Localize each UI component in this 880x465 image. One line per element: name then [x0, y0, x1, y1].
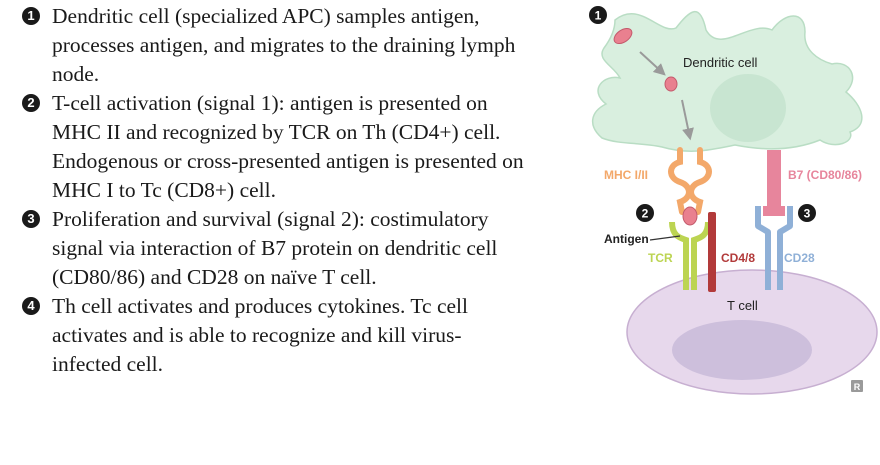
corner-badge-icon: R: [851, 380, 863, 392]
cd28-label: CD28: [784, 251, 815, 265]
mhc-label: MHC I/II: [604, 168, 648, 182]
svg-text:R: R: [854, 382, 861, 392]
step-text: T-cell activation (signal 1): antigen is…: [52, 91, 524, 202]
antigen-label: Antigen: [604, 232, 649, 246]
diagram-marker-3: 3: [798, 204, 816, 222]
tcr-label: TCR: [648, 251, 673, 265]
svg-text:2: 2: [642, 207, 649, 221]
svg-text:1: 1: [595, 9, 602, 23]
step-2: 2 T-cell activation (signal 1): antigen …: [10, 89, 530, 205]
step-number-badge: 4: [22, 297, 40, 315]
diagram-marker-1: 1: [589, 6, 607, 24]
step-1: 1 Dendritic cell (specialized APC) sampl…: [10, 2, 530, 89]
step-3: 3 Proliferation and survival (signal 2):…: [10, 205, 530, 292]
migration-arrow-2: [681, 99, 694, 141]
svg-text:3: 3: [804, 207, 811, 221]
step-text: Th cell activates and produces cytokines…: [52, 294, 468, 376]
b7-molecule: [763, 150, 785, 216]
steps-list: 1 Dendritic cell (specialized APC) sampl…: [10, 2, 530, 379]
t-cell-label: T cell: [727, 298, 758, 313]
antigen-presentation-diagram: Dendritic cell T cell MHC I/II B7 (CD80/…: [589, 6, 878, 395]
step-number-badge: 1: [22, 7, 40, 25]
cd48-label: CD4/8: [721, 251, 755, 265]
mhc-bound-antigen: [682, 206, 698, 226]
mhc-molecule: [668, 147, 712, 215]
step-number-badge: 3: [22, 210, 40, 228]
dendritic-cell-nucleus: [710, 74, 786, 142]
processed-antigen: [664, 76, 678, 92]
step-text: Dendritic cell (specialized APC) samples…: [52, 4, 516, 86]
cd28-receptor: [755, 206, 793, 290]
diagram-marker-2: 2: [636, 204, 654, 222]
step-text: Proliferation and survival (signal 2): c…: [52, 207, 498, 289]
b7-label: B7 (CD80/86): [788, 168, 862, 182]
cd48-coreceptor: [708, 212, 716, 292]
sampled-antigen: [613, 27, 633, 45]
t-cell-nucleus: [672, 320, 812, 380]
antigen-pointer-line: [649, 235, 681, 241]
migration-arrow-1: [639, 51, 666, 76]
step-number-badge: 2: [22, 94, 40, 112]
dendritic-cell-label: Dendritic cell: [683, 55, 758, 70]
step-4: 4 Th cell activates and produces cytokin…: [10, 292, 530, 379]
